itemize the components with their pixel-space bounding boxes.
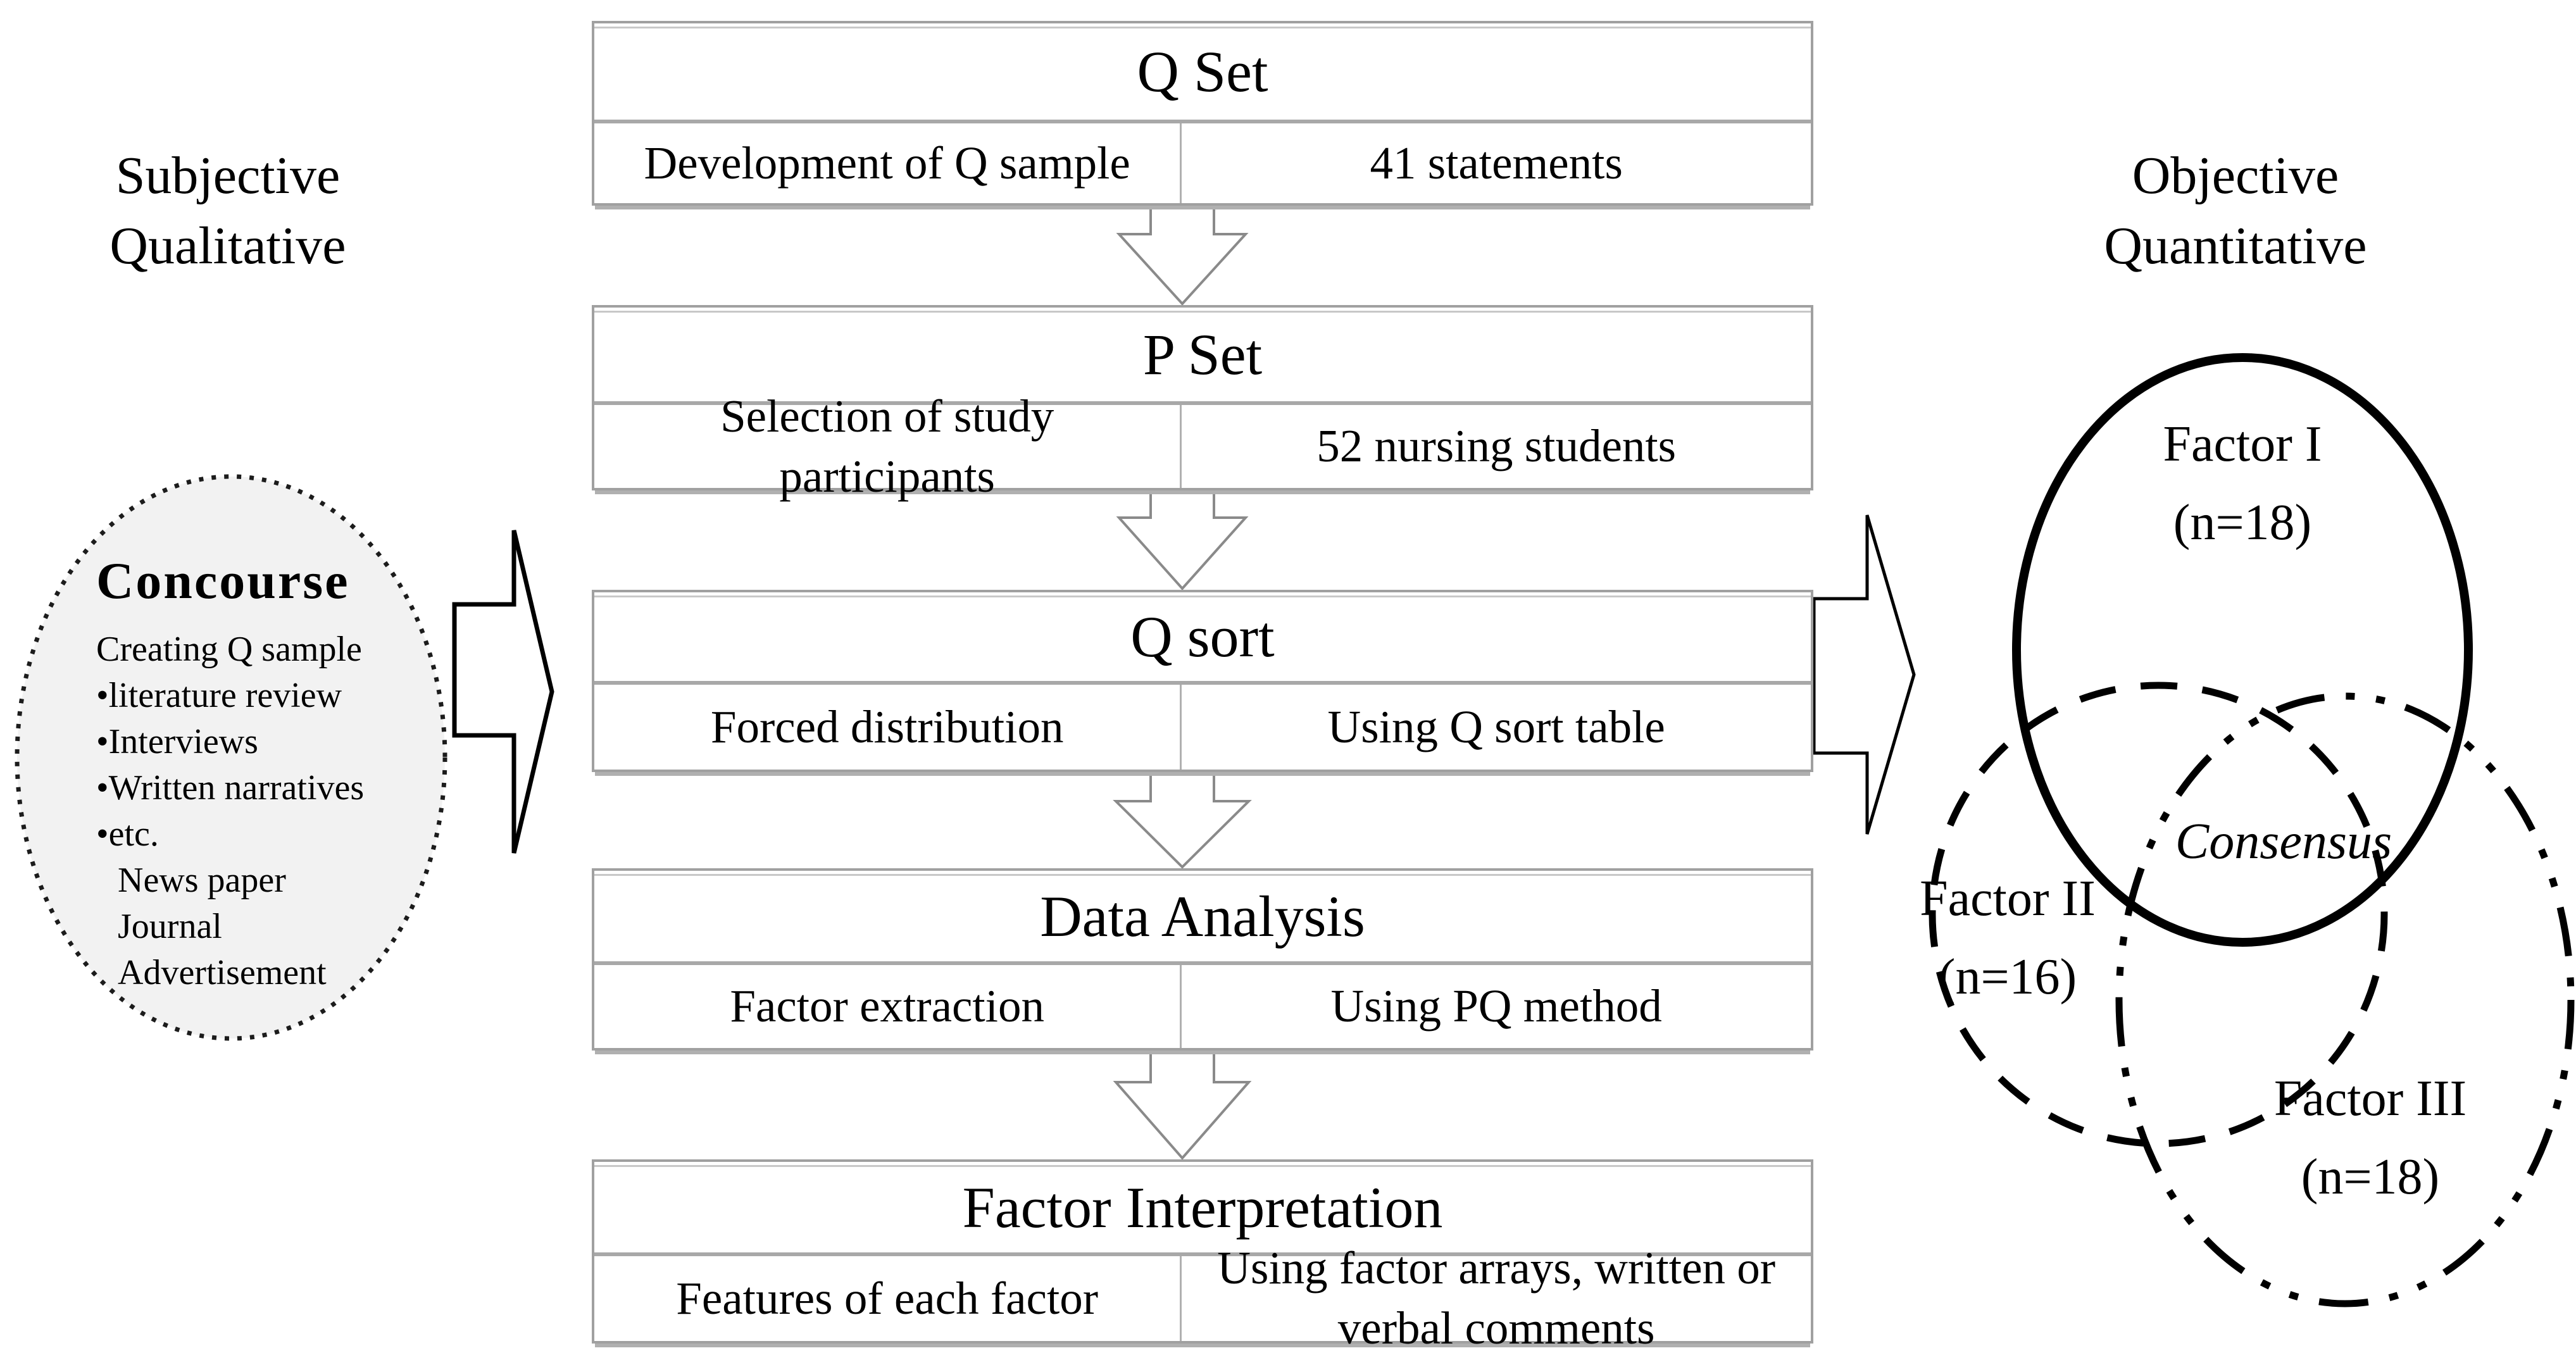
consensus-text: Consensus	[2175, 814, 2392, 870]
step-cells: Features of each factor Using factor arr…	[594, 1242, 1811, 1354]
step-box-factor-interpretation: Factor Interpretation Features of each f…	[592, 1159, 1813, 1354]
step-left-cell: Forced distribution	[594, 685, 1182, 770]
step-right-cell: Using PQ method	[1330, 980, 1662, 1032]
concourse-item: •Interviews	[96, 722, 258, 761]
factor2-name: Factor II	[1920, 871, 2096, 926]
factor2-n: (n=16)	[1938, 949, 2077, 1005]
venn-consensus-label: Consensus	[2062, 802, 2505, 881]
step-title: Q sort	[594, 592, 1811, 685]
concourse-item: •literature review	[96, 676, 342, 715]
venn-factor2-circle	[1929, 682, 2388, 1147]
step-left-cell: Features of each factor	[594, 1256, 1182, 1341]
step-box-q-sort: Q sort Forced distribution Using Q sort …	[592, 590, 1813, 772]
step-title: Factor Interpretation	[594, 1162, 1811, 1256]
venn-factor1-circle	[2012, 353, 2473, 947]
venn-factor2-label: Factor II (n=16)	[1786, 859, 2229, 1016]
step-box-p-set: P Set Selection of study participants 52…	[592, 305, 1813, 502]
down-arrow-4-icon	[1113, 1051, 1252, 1161]
step-right-cell: Using factor arrays, written or verbal c…	[1217, 1242, 1776, 1354]
factor3-n: (n=18)	[2301, 1149, 2440, 1205]
left-paradigm-line2: Qualitative	[109, 216, 346, 275]
step-left-cell: Factor extraction	[594, 965, 1182, 1048]
concourse-item: •etc.	[96, 814, 159, 854]
venn-factor3-label: Factor III (n=18)	[2149, 1059, 2576, 1216]
right-paradigm-title: Objective Quantitative	[2014, 140, 2457, 281]
down-arrow-3-icon	[1113, 773, 1252, 869]
step-title: P Set	[594, 308, 1811, 405]
step-left-cell: Selection of study participants	[594, 390, 1182, 502]
concourse-item: News paper	[118, 861, 286, 900]
big-arrow-left-icon	[452, 530, 554, 854]
step-box-data-analysis: Data Analysis Factor extraction Using PQ…	[592, 868, 1813, 1051]
concourse-item: Creating Q sample	[96, 630, 362, 669]
concourse-ellipse	[15, 474, 447, 1041]
step-cells: Factor extraction Using PQ method	[594, 965, 1811, 1048]
step-title: Data Analysis	[594, 871, 1811, 965]
concourse-item: Advertisement	[118, 953, 327, 992]
step-right-cell: 41 statements	[1370, 137, 1623, 189]
factor1-n: (n=18)	[2173, 495, 2312, 551]
factor3-name: Factor III	[2273, 1071, 2467, 1126]
concourse-content: Concourse Creating Q sample •literature …	[96, 549, 425, 996]
step-box-q-set: Q Set Development of Q sample 41 stateme…	[592, 21, 1813, 206]
right-paradigm-line1: Objective	[2132, 146, 2339, 205]
venn-factor1-label: Factor I (n=18)	[2021, 405, 2464, 562]
step-right-cell: Using Q sort table	[1327, 701, 1665, 752]
factor1-name: Factor I	[2163, 416, 2322, 472]
step-cells: Development of Q sample 41 statements	[594, 123, 1811, 203]
step-title: Q Set	[594, 23, 1811, 123]
concourse-item: Journal	[118, 907, 222, 946]
step-cells: Forced distribution Using Q sort table	[594, 685, 1811, 770]
step-cells: Selection of study participants 52 nursi…	[594, 390, 1811, 502]
down-arrow-2-icon	[1116, 491, 1249, 591]
concourse-item: •Written narratives	[96, 768, 365, 808]
right-paradigm-line2: Quantitative	[2104, 216, 2367, 275]
big-arrow-right-icon	[1812, 514, 1916, 835]
down-arrow-1-icon	[1116, 206, 1249, 306]
left-paradigm-line1: Subjective	[115, 146, 341, 205]
step-left-cell: Development of Q sample	[594, 123, 1182, 203]
step-right-cell: 52 nursing students	[1316, 420, 1677, 472]
concourse-title: Concourse	[96, 552, 350, 609]
venn-factor3-circle	[2115, 692, 2575, 1307]
left-paradigm-title: Subjective Qualitative	[6, 140, 449, 281]
